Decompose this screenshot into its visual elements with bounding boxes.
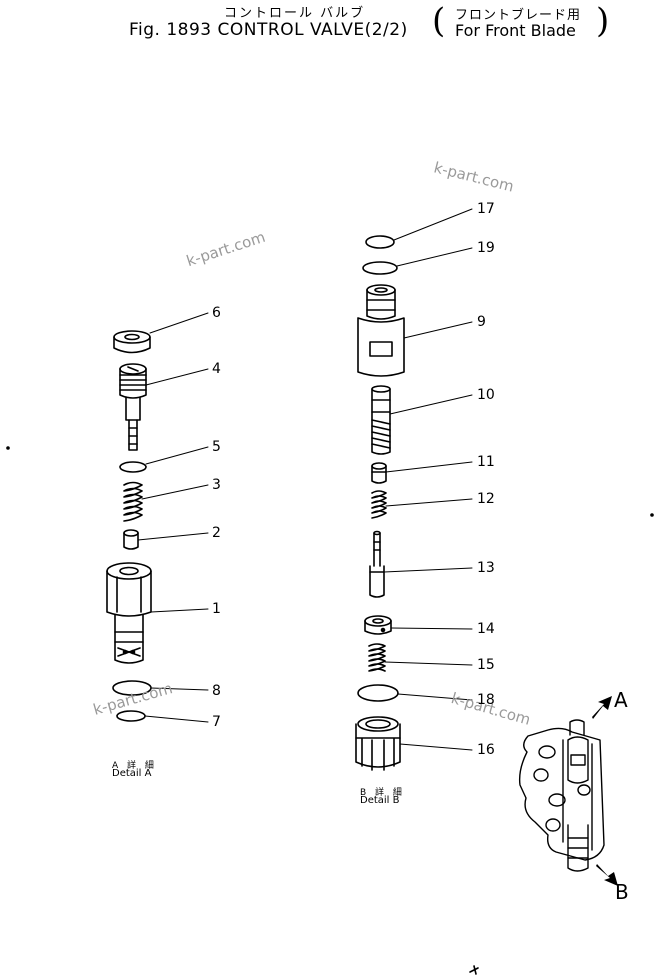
callout-17: 17	[477, 201, 495, 217]
callout-7: 7	[212, 714, 221, 730]
stray-mark	[469, 965, 479, 975]
part-16-cap	[355, 716, 401, 771]
view-label-a: A	[614, 688, 628, 712]
callout-18: 18	[477, 692, 495, 708]
paren-open-icon: (	[432, 1, 446, 41]
assembled-control-valve	[518, 719, 605, 872]
part-14-collar	[364, 615, 392, 635]
callout-3: 3	[212, 477, 221, 493]
part-3-spring	[123, 481, 143, 522]
part-6-nut	[113, 330, 151, 354]
callout-8: 8	[212, 683, 221, 699]
callout-11: 11	[477, 454, 495, 470]
stray-dot	[650, 513, 654, 517]
callout-4: 4	[212, 361, 221, 377]
callout-1: 1	[212, 601, 221, 617]
detail-b-japanese: B 詳 細	[360, 788, 405, 798]
part-1-valve-body	[106, 562, 152, 664]
part-15-spring	[368, 643, 386, 672]
figure-title: Fig. 1893 CONTROL VALVE(2/2)	[129, 20, 408, 40]
callout-10: 10	[477, 387, 495, 403]
paren-close-icon: )	[596, 1, 610, 41]
detail-b-label: Detail B	[360, 795, 400, 806]
stray-dot	[6, 446, 10, 450]
callout-12: 12	[477, 491, 495, 507]
part-10-spool	[371, 385, 391, 455]
part-11-retainer	[371, 462, 387, 484]
part-7-o-ring	[116, 710, 146, 722]
part-17-o-ring	[365, 235, 395, 249]
callout-9: 9	[477, 314, 486, 330]
callout-16: 16	[477, 742, 495, 758]
part-18-o-ring	[357, 684, 399, 702]
detail-a-japanese: A 詳 細	[112, 761, 157, 771]
subtitle: For Front Blade	[455, 21, 576, 40]
part-19-o-ring	[362, 261, 398, 275]
view-label-b: B	[615, 880, 629, 904]
arrow-b	[596, 864, 618, 886]
part-2-piston	[123, 529, 139, 550]
callout-6: 6	[212, 305, 221, 321]
part-13-poppet	[369, 530, 385, 598]
callout-5: 5	[212, 439, 221, 455]
callout-19: 19	[477, 240, 495, 256]
part-5-o-ring	[119, 461, 147, 473]
detail-a-label: Detail A	[112, 768, 152, 779]
arrow-a	[592, 696, 612, 719]
part-9-plug	[357, 284, 405, 377]
title-japanese: コントロール バルブ	[224, 6, 366, 21]
callout-2: 2	[212, 525, 221, 541]
callout-15: 15	[477, 657, 495, 673]
callout-14: 14	[477, 621, 495, 637]
callout-13: 13	[477, 560, 495, 576]
part-4-adjusting-screw	[119, 363, 147, 451]
subtitle-japanese: フロントブレード用	[455, 8, 582, 23]
part-12-spring	[371, 490, 387, 519]
